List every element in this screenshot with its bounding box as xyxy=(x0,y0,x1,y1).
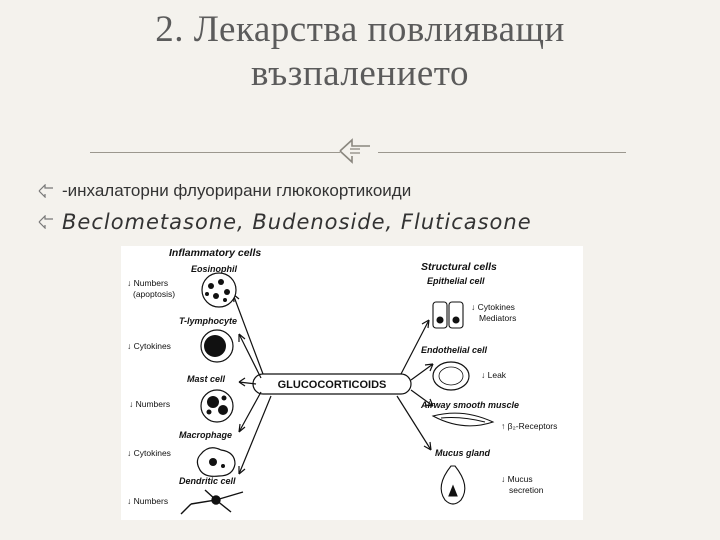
effect-t-lymphocyte: ↓ Cytokines xyxy=(127,341,171,351)
effect-macrophage: ↓ Cytokines xyxy=(127,448,171,458)
cell-name-t-lymphocyte: T-lymphocyte xyxy=(179,316,237,326)
bullet-icon xyxy=(38,184,53,198)
effect-eosinophil: ↓ Numbers xyxy=(127,278,168,288)
title-line-1: 2. Лекарства повлияващи xyxy=(155,9,565,50)
cell-name-smooth-muscle: Airway smooth muscle xyxy=(420,400,519,410)
cell-name-mast-cell: Mast cell xyxy=(187,374,226,384)
t-lymphocyte-icon xyxy=(200,329,234,363)
dendritic-cell-icon xyxy=(180,489,244,515)
cell-name-endothelial: Endothelial cell xyxy=(421,345,488,355)
endothelial-cell-icon xyxy=(432,361,470,391)
cell-name-epithelial: Epithelial cell xyxy=(427,276,485,286)
diagram-svg: Inflammatory cells Structural cells GLUC… xyxy=(127,247,557,515)
effect-smooth-muscle: ↑ β₂-Receptors xyxy=(501,421,557,431)
bullet-icon xyxy=(38,215,53,229)
effect-mast-cell: ↓ Numbers xyxy=(129,399,170,409)
effect2-mucus-gland: secretion xyxy=(509,485,544,495)
effect-endothelial: ↓ Leak xyxy=(481,370,507,380)
cell-name-mucus-gland: Mucus gland xyxy=(435,448,491,458)
bullet-text-1: -инхалаторни флуорирани глюкокортикоиди xyxy=(62,181,412,200)
title-line-2: възпалението xyxy=(251,53,469,94)
macrophage-icon xyxy=(196,447,236,477)
divider-left xyxy=(90,152,340,153)
epithelial-cell-icon xyxy=(432,301,464,329)
cell-name-dendritic-cell: Dendritic cell xyxy=(179,476,236,486)
left-arrows xyxy=(232,293,272,475)
right-header: Structural cells xyxy=(421,261,497,273)
effect-mucus-gland: ↓ Mucus xyxy=(501,474,533,484)
eosinophil-icon xyxy=(201,272,237,308)
ornament-icon xyxy=(339,138,370,164)
divider-right xyxy=(378,152,626,153)
mast-cell-icon xyxy=(200,389,234,423)
glucocorticoid-diagram: Inflammatory cells Structural cells GLUC… xyxy=(121,246,583,520)
effect2-epithelial: Mediators xyxy=(479,313,516,323)
effect2-eosinophil: (apoptosis) xyxy=(133,289,175,299)
effect-epithelial: ↓ Cytokines xyxy=(471,302,515,312)
effect-dendritic-cell: ↓ Numbers xyxy=(127,496,168,506)
bullet-item-2: Beclometasone, Budenoside, Fluticasone xyxy=(38,210,532,234)
right-arrows xyxy=(396,319,434,451)
bullet-text-2: Beclometasone, Budenoside, Fluticasone xyxy=(62,210,532,234)
center-label: GLUCOCORTICOIDS xyxy=(278,379,387,391)
cell-name-eosinophil: Eosinophil xyxy=(191,264,237,274)
smooth-muscle-icon xyxy=(431,412,495,427)
page-title: 2. Лекарства повлияващи възпалението xyxy=(60,8,660,96)
bullet-item-1: -инхалаторни флуорирани глюкокортикоиди xyxy=(38,181,411,201)
cell-name-macrophage: Macrophage xyxy=(179,430,232,440)
left-header: Inflammatory cells xyxy=(169,247,261,259)
mucus-gland-icon xyxy=(440,465,466,505)
